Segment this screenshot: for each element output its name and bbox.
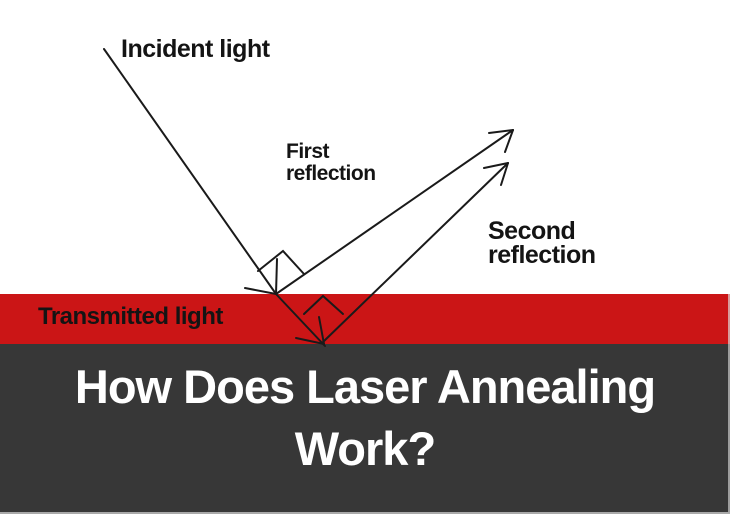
second-reflection-ray [322,162,509,343]
first-reflection-label: First reflection [286,141,376,185]
incident-ray-shaft [103,48,277,295]
first-reflection-label-line1: First [286,140,330,163]
second-reflection-label-line2: reflection [488,241,596,269]
first-reflection-arrowhead-barb [488,129,514,134]
right-edge-line-red [728,294,730,344]
first-reflection-ray [275,129,514,295]
right-angle-marker-surface [257,249,305,275]
incident-ray [103,48,278,295]
page-title-line1: How Does Laser Annealing [74,360,656,413]
second-reflection-label-line1: Second [488,217,576,245]
first-reflection-arrowhead-barb [504,129,514,153]
right-angle-marker-interface [303,294,344,315]
transmitted-ray-shaft [275,293,326,347]
incident-arrowhead-barb [244,287,277,295]
incident-light-label: Incident light [121,35,270,63]
transmitted-arrowhead-barb [295,337,325,345]
transmitted-arrowhead-barb [318,316,325,345]
substrate-title-band: How Does Laser Annealing Work? [0,344,730,514]
second-reflection-label: Second reflection [488,217,596,269]
second-reflection-shaft [322,162,509,343]
right-edge-line-dark [728,344,730,512]
transmitted-ray [275,293,326,347]
bottom-edge-line [0,512,730,514]
first-reflection-shaft [275,129,514,295]
page-title-line2: Work? [294,422,436,475]
page-title: How Does Laser Annealing Work? [74,356,656,480]
incident-arrowhead-barb [275,258,278,295]
second-reflection-arrowhead-barb [483,162,509,169]
transmitted-light-label: Transmitted light [38,303,223,330]
first-reflection-label-line2: reflection [286,162,376,185]
second-reflection-arrowhead-barb [500,162,509,186]
